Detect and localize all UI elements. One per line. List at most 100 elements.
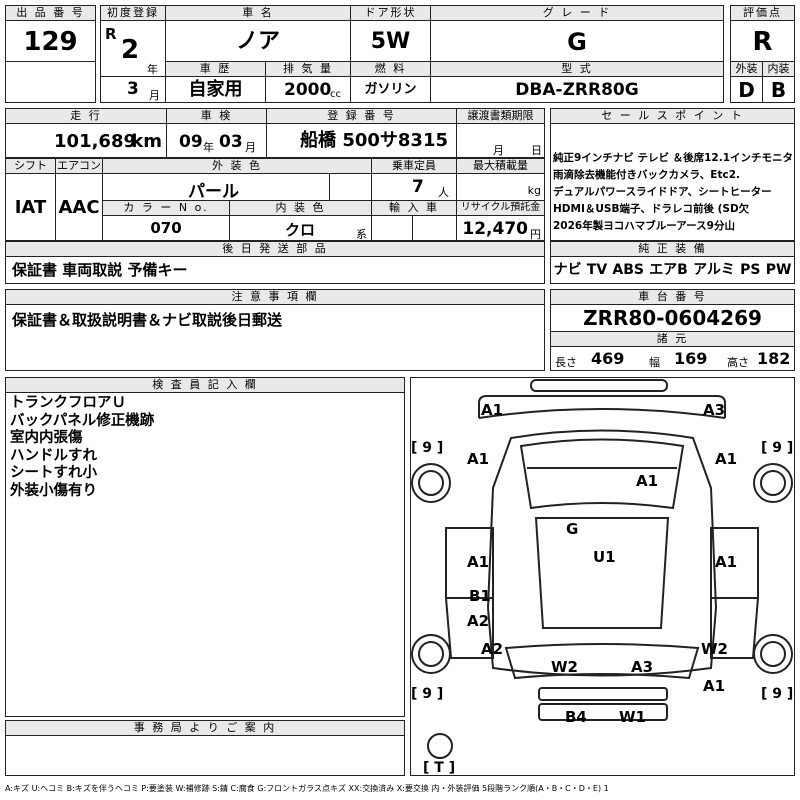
damage-mark: W1 xyxy=(619,708,646,726)
left-rear-door xyxy=(444,597,494,659)
damage-mark: A1 xyxy=(715,450,737,468)
door-type-label: ドア形状 xyxy=(350,5,431,21)
inspector-line: ハンドルすれ xyxy=(10,447,97,464)
damage-mark: W2 xyxy=(551,658,578,676)
inspection-year-unit: 年 xyxy=(203,141,214,154)
damage-mark: A1 xyxy=(715,553,737,571)
capacity-box: 7 人 xyxy=(371,173,457,201)
history-label: 車 歴 xyxy=(165,61,266,77)
tire-rear-left xyxy=(411,634,451,674)
ac-label: エアコン xyxy=(55,158,103,174)
mileage-label: 走 行 xyxy=(5,108,167,124)
model-label: 型 式 xyxy=(430,61,724,77)
damage-mark: A2 xyxy=(481,640,503,658)
width-label: 幅 xyxy=(649,356,660,369)
inspector-line: 室内内張傷 xyxy=(10,430,83,446)
height-label: 高さ xyxy=(727,356,749,369)
interior-label: 内装 xyxy=(762,61,795,77)
mileage-unit: km xyxy=(131,131,162,152)
history-value: 自家用 xyxy=(165,76,266,103)
tire-depth: [ 9 ] xyxy=(411,686,443,702)
sales-line: 2026年製ヨコハマブルーアース9分山 xyxy=(553,220,735,232)
interior-color-label: 内 装 色 xyxy=(229,200,372,216)
damage-mark: A1 xyxy=(703,677,725,695)
equipment-item: PS xyxy=(740,262,761,278)
mileage-value: 101,689 xyxy=(54,131,136,152)
era-value: R xyxy=(105,25,117,43)
exterior-color-value: パール xyxy=(188,182,239,202)
exterior-grade: D xyxy=(730,76,763,103)
wheel-rear-left xyxy=(418,641,444,667)
roof xyxy=(534,517,670,629)
damage-mark: A1 xyxy=(467,450,489,468)
inspection-label: 車 検 xyxy=(166,108,267,124)
car-diagram: A1 A3 A1 A1 A1 G U1 A1 A1 B1 A2 A2 W2 W2… xyxy=(410,377,795,776)
inspector-notes: トランクフロアＵ バックパネル修正機跡 室内内張傷 ハンドルすれ シートすれ小 … xyxy=(10,395,154,500)
transfer-day-unit: 日 xyxy=(531,144,542,157)
later-parts-label: 後 日 発 送 部 品 xyxy=(5,241,545,257)
tire-depth: [ 9 ] xyxy=(411,440,443,456)
sales-line: デュアルパワースライドドア、シートヒーター xyxy=(553,186,772,198)
equipment-item: PW xyxy=(765,262,792,278)
registration-month-box: 3 月 xyxy=(100,76,166,103)
damage-mark: A3 xyxy=(703,401,725,419)
damage-mark: B1 xyxy=(469,587,491,605)
chassis-label: 車 台 番 号 xyxy=(550,289,795,305)
body-outline xyxy=(486,429,718,677)
car-diagram-svg: A1 A3 A1 A1 A1 G U1 A1 A1 B1 A2 A2 W2 W2… xyxy=(411,379,793,775)
equipment-item: ABS xyxy=(612,262,644,278)
shift-label: シフト xyxy=(5,158,56,174)
displacement-unit: cc xyxy=(330,89,341,100)
equipment-list: ナビ TV ABS エアB アルミ PS PW xyxy=(550,256,795,284)
equipment-label: 純 正 装 備 xyxy=(550,241,795,257)
rear-bumper xyxy=(538,703,668,721)
specs-label: 諸 元 xyxy=(550,331,795,347)
tire-rear-right xyxy=(753,634,793,674)
tire-depth: [ 9 ] xyxy=(761,686,793,702)
legend: A:キズ U:ヘコミ B:キズを伴うヘコミ P:要塗装 W:補修跡 S:錆 C:… xyxy=(5,784,609,793)
recycle-box: 12,470 円 xyxy=(456,215,545,241)
year-unit: 年 xyxy=(147,63,158,76)
windshield xyxy=(519,438,685,510)
color-divider xyxy=(329,174,330,201)
plate-label: 登 録 番 号 xyxy=(266,108,457,124)
transfer-month-unit: 月 xyxy=(493,144,504,157)
equipment-item: TV xyxy=(586,262,608,278)
lot-number-value: 129 xyxy=(5,20,96,62)
displacement-label: 排 気 量 xyxy=(265,61,351,77)
recycle-value: 12,470 xyxy=(462,219,528,239)
damage-mark: A1 xyxy=(636,472,658,490)
notes-label: 注 意 事 項 欄 xyxy=(5,289,545,305)
ac-value: AAC xyxy=(55,173,103,241)
interior-grade: B xyxy=(762,76,795,103)
tire-depth: [ 9 ] xyxy=(761,440,793,456)
tire-depth: [ T ] xyxy=(423,760,455,775)
lot-number-label: 出 品 番 号 xyxy=(5,5,96,21)
transfer-doc-label: 譲渡書類期限 xyxy=(456,108,545,124)
inspection-year: 09 xyxy=(179,132,203,152)
exterior-color-label: 外 装 色 xyxy=(102,158,372,174)
sales-point-text: 純正9インチナビ テレビ ＆後席12.1インチモニタ 雨滴除去機能付きバックカメ… xyxy=(553,150,793,235)
score-value: R xyxy=(730,20,795,62)
specs-box: 長さ 469 幅 169 高さ 182 xyxy=(550,346,795,371)
wheel-front-right xyxy=(760,470,786,496)
wheel-rear-right xyxy=(760,641,786,667)
damage-mark: G xyxy=(566,520,578,538)
wheel-front-left xyxy=(418,470,444,496)
inspector-line: バックパネル修正機跡 xyxy=(10,412,155,429)
rear-window xyxy=(504,643,700,680)
damage-mark: A1 xyxy=(481,401,503,419)
chassis-number: ZRR80-0604269 xyxy=(550,304,795,332)
max-load-unit: kg xyxy=(527,184,541,197)
tire-front-left xyxy=(411,463,451,503)
capacity-label: 乗車定員 xyxy=(371,158,457,174)
inspection-month: 03 xyxy=(219,132,243,152)
sales-point-box: 純正9インチナビ テレビ ＆後席12.1インチモニタ 雨滴除去機能付きバックカメ… xyxy=(550,123,795,241)
month-unit: 月 xyxy=(149,89,160,102)
equipment-item: ナビ xyxy=(553,262,582,278)
inspector-line: トランクフロアＵ xyxy=(10,395,126,411)
damage-mark: B4 xyxy=(565,708,587,726)
fuel-label: 燃 料 xyxy=(350,61,431,77)
right-rear-door xyxy=(710,597,760,659)
model-value: DBA-ZRR80G xyxy=(430,76,724,103)
